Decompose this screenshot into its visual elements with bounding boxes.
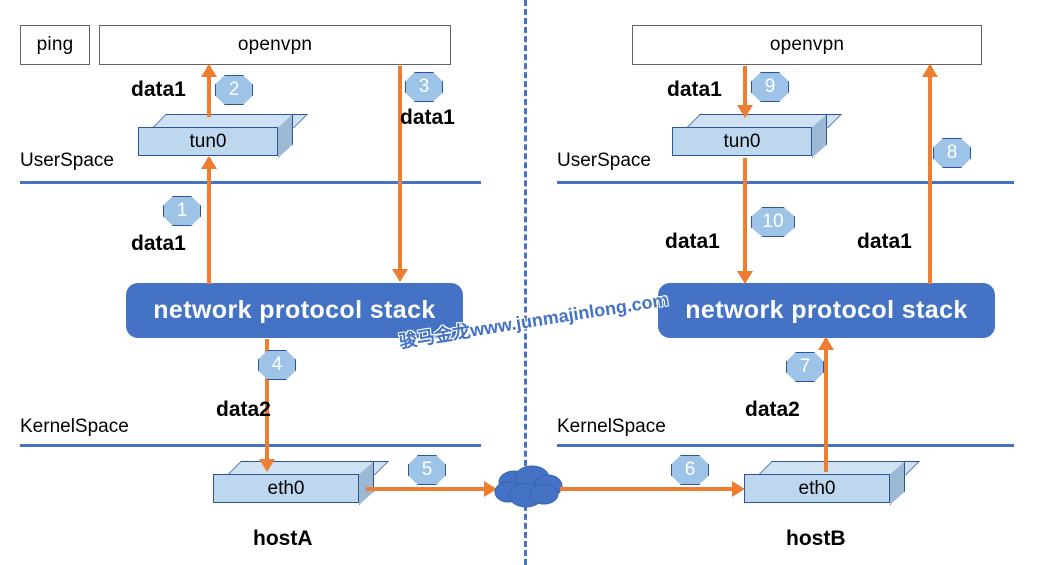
stack-label-right: network protocol stack — [685, 296, 968, 324]
step-number-5: 5 — [421, 459, 433, 480]
eth0-right-label: eth0 — [798, 477, 836, 499]
device-box-eth0-right[interactable]: eth0 — [744, 461, 920, 505]
arrow-step-7 — [818, 337, 834, 472]
step-badge-3: 3 — [405, 72, 443, 102]
arrow-step-10 — [737, 158, 753, 284]
userspace-label-right: UserSpace — [557, 150, 651, 171]
userspace-divider-right — [557, 181, 1014, 184]
kernelspace-label-right: KernelSpace — [557, 416, 666, 437]
host-separator-dashed-line — [524, 0, 527, 565]
app-label-openvpn-right: openvpn — [769, 34, 845, 55]
step-number-8: 8 — [946, 142, 958, 163]
data-label-step-7: data2 — [745, 398, 800, 421]
step-number-9: 9 — [764, 76, 776, 97]
tun0-left-front-face: tun0 — [138, 127, 278, 156]
step-badge-9: 9 — [751, 72, 789, 102]
host-name-right: hostB — [786, 527, 846, 550]
app-label-ping: ping — [36, 34, 74, 55]
kernelspace-divider-right — [557, 444, 1014, 447]
arrow-step-1 — [201, 156, 217, 284]
app-box-openvpn-left[interactable]: openvpn — [99, 25, 451, 65]
host-name-left: hostA — [253, 527, 313, 550]
kernelspace-label-left: KernelSpace — [20, 416, 129, 437]
eth0-right-front-face: eth0 — [744, 474, 890, 503]
step-badge-5: 5 — [408, 455, 446, 485]
step-badge-4: 4 — [258, 350, 296, 380]
step-badge-6: 6 — [671, 455, 709, 485]
userspace-divider-left — [20, 181, 481, 184]
tun0-right-front-face: tun0 — [672, 127, 812, 156]
app-box-ping[interactable]: ping — [20, 25, 90, 65]
kernelspace-divider-left — [20, 444, 481, 447]
data-label-step-1: data1 — [131, 232, 186, 255]
arrow-step-6 — [560, 481, 745, 497]
step-badge-7: 7 — [786, 352, 824, 382]
userspace-label-left: UserSpace — [20, 150, 114, 171]
data-label-step-3: data1 — [400, 106, 455, 129]
arrow-step-3 — [392, 66, 408, 282]
internet-cloud — [494, 465, 563, 508]
app-box-openvpn-right[interactable]: openvpn — [632, 25, 982, 65]
arrow-step-5 — [366, 481, 497, 497]
eth0-left-front-face: eth0 — [213, 474, 359, 503]
eth0-left-label: eth0 — [267, 477, 305, 499]
step-number-10: 10 — [762, 211, 784, 232]
stack-label-left: network protocol stack — [153, 296, 436, 324]
arrow-step-8 — [922, 64, 938, 284]
tun0-right-label: tun0 — [723, 130, 761, 152]
step-number-3: 3 — [418, 76, 430, 97]
step-badge-8: 8 — [933, 138, 971, 168]
step-number-1: 1 — [176, 200, 188, 221]
data-label-step-10: data1 — [665, 230, 720, 253]
arrow-step-4 — [259, 339, 275, 472]
step-number-2: 2 — [228, 79, 240, 100]
data-label-step-8: data1 — [857, 230, 912, 253]
data-label-step-4: data2 — [216, 398, 271, 421]
arrow-step-9 — [737, 66, 753, 118]
data-label-step-9: data1 — [667, 78, 722, 101]
tun0-left-label: tun0 — [189, 130, 227, 152]
step-badge-1: 1 — [163, 196, 201, 226]
step-badge-10: 10 — [751, 207, 795, 237]
step-number-6: 6 — [684, 459, 696, 480]
arrow-step-2 — [201, 64, 217, 117]
network-protocol-stack-left[interactable]: network protocol stack — [126, 283, 463, 338]
step-number-4: 4 — [271, 354, 283, 375]
step-number-7: 7 — [799, 356, 811, 377]
step-badge-2: 2 — [215, 75, 253, 105]
network-protocol-stack-right[interactable]: network protocol stack — [658, 283, 995, 338]
data-label-step-2: data1 — [131, 78, 186, 101]
device-box-tun0-left[interactable]: tun0 — [138, 114, 308, 158]
app-label-openvpn-left: openvpn — [237, 34, 313, 55]
device-box-tun0-right[interactable]: tun0 — [672, 114, 842, 158]
device-box-eth0-left[interactable]: eth0 — [213, 461, 389, 505]
